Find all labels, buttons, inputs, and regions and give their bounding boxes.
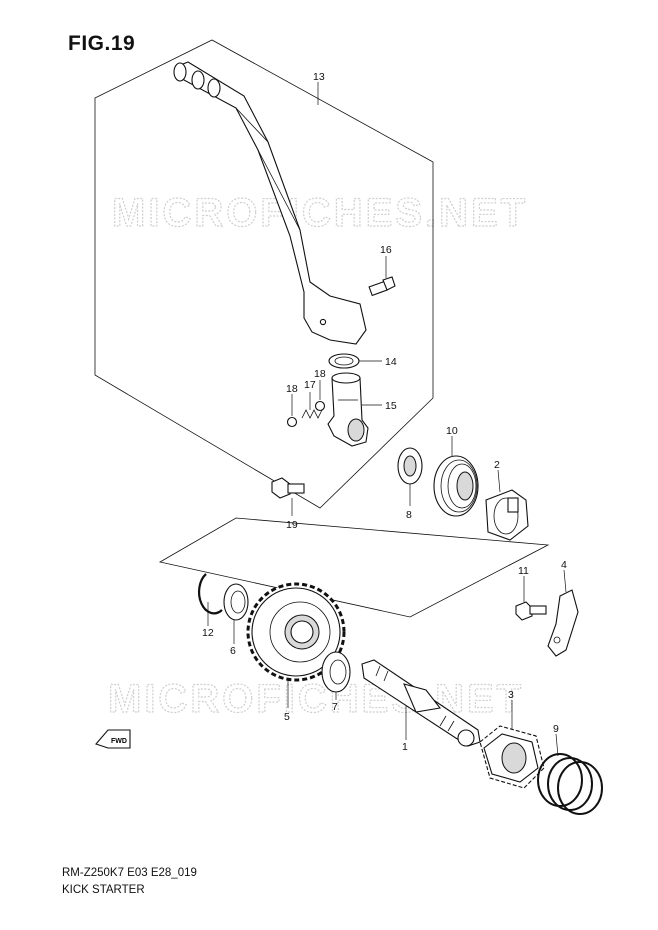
kick-driven-gear <box>479 725 545 789</box>
callout-16: 16 <box>380 244 392 256</box>
kick-drive-gear <box>246 582 346 682</box>
callout-18-detent: 18 <box>314 368 326 380</box>
kick-lever-assembly-frame <box>94 39 434 509</box>
callout-5: 5 <box>284 711 290 723</box>
figure-name: KICK STARTER <box>62 884 145 896</box>
guide-plate-bolt <box>515 601 547 621</box>
callout-14: 14 <box>385 356 397 368</box>
callout-6: 6 <box>230 645 236 657</box>
callout-10: 10 <box>446 425 458 437</box>
callout-7: 7 <box>332 701 338 713</box>
callout-2: 2 <box>494 459 500 471</box>
callout-3: 3 <box>508 689 514 701</box>
kick-lever <box>173 61 367 345</box>
callout-1: 1 <box>402 741 408 753</box>
steel-ball-a <box>286 416 298 428</box>
callout-19: 19 <box>286 519 298 531</box>
kick-starter-guide <box>485 489 529 541</box>
driven-gear-spring <box>537 753 603 815</box>
callout-11: 11 <box>518 565 529 577</box>
callout-9: 9 <box>553 723 559 735</box>
callout-15: 15 <box>385 400 397 412</box>
kick-stopper-plate <box>547 589 579 657</box>
lever-bolt <box>368 276 396 297</box>
callout-12: 12 <box>202 627 214 639</box>
washer-6 <box>223 583 249 621</box>
circlip-12 <box>197 573 223 615</box>
kick-starter-shaft <box>361 659 481 747</box>
callout-8: 8 <box>406 509 412 521</box>
steel-ball-b <box>314 400 326 412</box>
kick-bolt <box>271 477 305 499</box>
watermark-top: MICROFICHES.NET <box>112 191 528 235</box>
bearing-8 <box>397 447 423 485</box>
callout-18-ball: 18 <box>286 383 298 395</box>
watermark-bottom: MICROFICHES.NET <box>108 677 524 721</box>
forward-label: FWD <box>111 738 127 745</box>
figure-title: FIG.19 <box>68 32 136 55</box>
detent-spring <box>301 409 323 419</box>
forward-arrow-icon: FWD <box>95 729 131 749</box>
callout-4: 4 <box>561 559 567 571</box>
figure-code: RM-Z250K7 E03 E28_019 <box>62 867 197 879</box>
callout-13: 13 <box>313 71 325 83</box>
kick-lever-fitting <box>327 372 369 447</box>
washer-14 <box>328 353 360 369</box>
kick-starter-spring <box>433 455 479 517</box>
callout-17: 17 <box>304 379 316 391</box>
